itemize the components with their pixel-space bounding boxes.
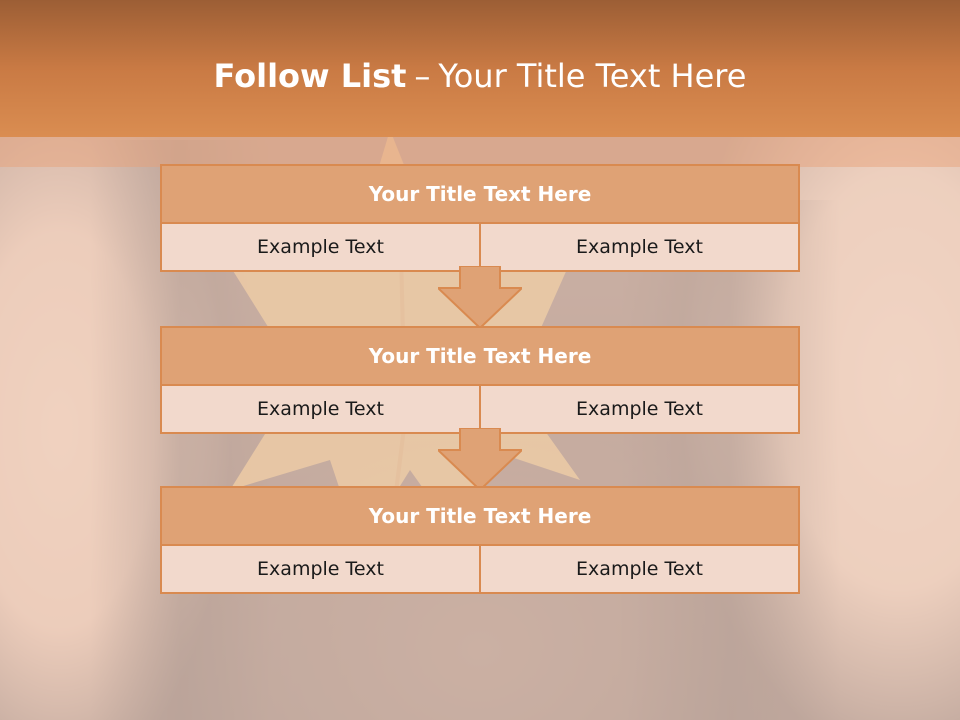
step-box-1: Your Title Text Here Example Text Exampl… — [160, 164, 800, 272]
step-box-right-text: Example Text — [479, 546, 798, 592]
step-box-left-text: Example Text — [162, 546, 479, 592]
step-box-row: Example Text Example Text — [162, 386, 798, 432]
title-strip — [0, 137, 960, 167]
step-box-title: Your Title Text Here — [162, 488, 798, 546]
step-box-2: Your Title Text Here Example Text Exampl… — [160, 326, 800, 434]
step-box-left-text: Example Text — [162, 224, 479, 270]
step-box-right-text: Example Text — [479, 224, 798, 270]
step-box-left-text: Example Text — [162, 386, 479, 432]
step-box-row: Example Text Example Text — [162, 224, 798, 270]
step-box-title: Your Title Text Here — [162, 166, 798, 224]
title-band — [0, 0, 960, 137]
slide-title-bold: Follow List — [213, 57, 407, 95]
step-box-right-text: Example Text — [479, 386, 798, 432]
down-arrow-icon — [438, 428, 522, 492]
slide-title: Follow List–Your Title Text Here — [0, 52, 960, 100]
step-box-title: Your Title Text Here — [162, 328, 798, 386]
step-box-row: Example Text Example Text — [162, 546, 798, 592]
slide-title-rest: Your Title Text Here — [438, 57, 747, 95]
step-box-3: Your Title Text Here Example Text Exampl… — [160, 486, 800, 594]
slide-title-separator: – — [414, 57, 431, 95]
down-arrow-icon — [438, 266, 522, 330]
